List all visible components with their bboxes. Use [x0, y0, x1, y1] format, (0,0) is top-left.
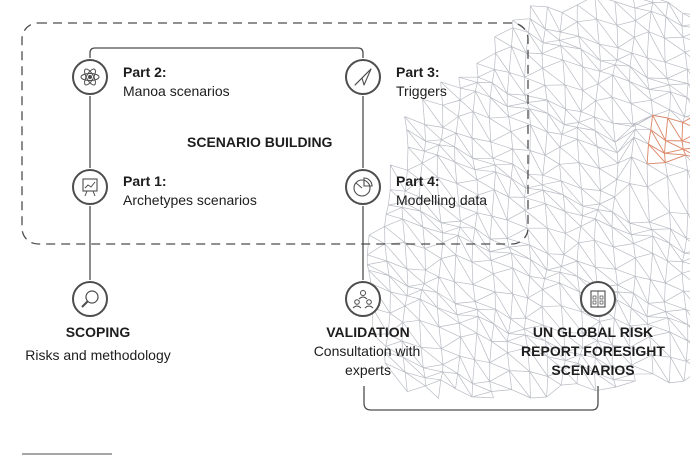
terrain-mesh [366, 0, 690, 399]
part4-title: Part 4: [396, 173, 440, 189]
magnifier-icon [81, 290, 99, 308]
atom-icon [80, 68, 100, 86]
report-line1: UN GLOBAL RISK [532, 324, 654, 340]
scoping-title: SCOPING [65, 324, 131, 340]
part1-subtitle: Archetypes scenarios [123, 192, 257, 208]
part1-node [72, 169, 108, 205]
bracket-validation-report [363, 386, 599, 411]
presentation-chart-icon [82, 178, 98, 197]
compass-icon [354, 68, 372, 86]
connector-p2-p3 [89, 47, 364, 58]
validation-title: VALIDATION [326, 324, 410, 340]
part2-node [72, 59, 108, 95]
part3-subtitle: Triggers [396, 83, 447, 99]
report-node [580, 281, 616, 317]
validation-line1: Consultation with [313, 343, 421, 359]
terrain-mesh-lines [366, 0, 690, 399]
puzzle-book-icon [590, 290, 606, 308]
pie-chart-icon [353, 177, 373, 197]
box-title: SCENARIO BUILDING [187, 134, 333, 150]
part1-title: Part 1: [123, 173, 167, 189]
report-line3: SCENARIOS [551, 362, 635, 378]
scoping-subtitle: Risks and methodology [25, 347, 171, 363]
validation-node [345, 281, 381, 317]
report-line2: REPORT FORESIGHT [521, 343, 665, 359]
people-network-icon [352, 290, 374, 309]
part3-node [345, 59, 381, 95]
part2-title: Part 2: [123, 64, 167, 80]
part4-node [345, 169, 381, 205]
part2-subtitle: Manoa scenarios [123, 83, 230, 99]
terrain-accent-lines [646, 114, 690, 165]
scenario-building-box [21, 22, 529, 245]
validation-line2: experts [345, 362, 391, 378]
part4-subtitle: Modelling data [396, 192, 488, 208]
scoping-node [72, 281, 108, 317]
part3-title: Part 3: [396, 64, 440, 80]
